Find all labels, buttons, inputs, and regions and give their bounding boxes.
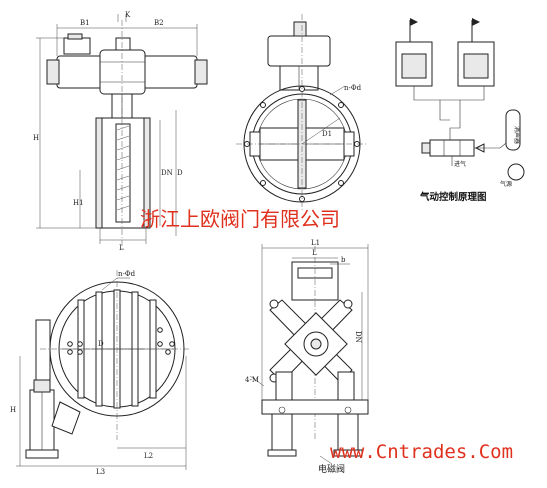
dim-l: L <box>119 244 124 252</box>
side-view: n-Φd D1 <box>236 14 368 210</box>
dim-bl-l2: L2 <box>144 452 153 460</box>
dim-d1: D1 <box>322 130 332 138</box>
dim-br-b: b <box>341 256 346 264</box>
dim-b1: B1 <box>80 19 90 27</box>
dim-side-holes: n-Φd <box>344 84 362 92</box>
dim-dn: DN <box>161 169 173 177</box>
silencer-label: 消声器 <box>513 126 521 144</box>
dim-k: K <box>125 11 131 19</box>
bottom-right-view: L1 L b DN 4-M 电磁阀 <box>245 239 369 475</box>
dim-h: H <box>33 134 39 142</box>
inlet-label: 进气 <box>454 160 466 168</box>
dim-d: D <box>177 169 183 177</box>
dim-br-bolts: 4-M <box>245 376 259 384</box>
dim-h1: H1 <box>73 199 84 207</box>
dim-br-l1: L1 <box>311 239 320 247</box>
dim-bl-l3: L3 <box>96 468 105 476</box>
site-watermark: www.Cntrades.Com <box>330 441 513 463</box>
dim-bl-h: H <box>10 406 16 414</box>
dim-bl-holes: n-Φd <box>118 270 136 278</box>
port-label: 气源 <box>500 180 512 188</box>
valve-label: 电磁阀 <box>318 463 345 475</box>
schematic-caption: 气动控制原理图 <box>419 191 487 203</box>
dim-bl-d: D <box>98 340 104 348</box>
dim-br-l: L <box>312 249 317 257</box>
dim-br-dn: DN <box>354 331 362 343</box>
pneumatic-schematic: 消声器 气源 进气 气动控制原理图 <box>395 18 525 203</box>
dim-b2: B2 <box>154 19 164 27</box>
bottom-left-view: n-Φd D H L2 L3 <box>10 270 190 476</box>
front-view: B1 B2 K H H1 L DN D <box>33 11 208 252</box>
company-watermark: 浙江上欧阀门有限公司 <box>140 207 340 231</box>
